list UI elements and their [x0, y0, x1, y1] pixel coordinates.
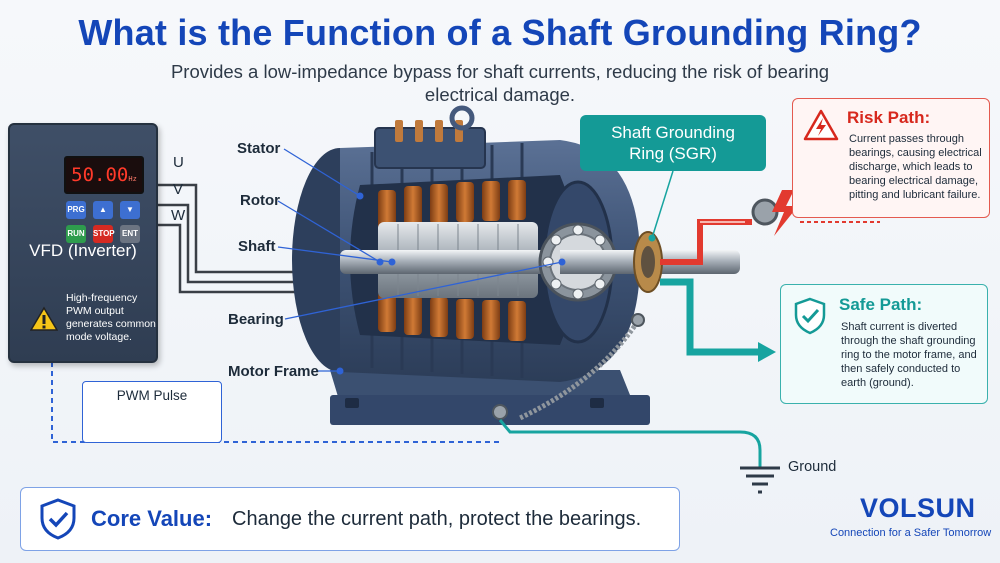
vfd-stop-button: STOP — [93, 225, 115, 243]
ground-icon — [740, 466, 780, 494]
risk-path-title: Risk Path: — [847, 108, 931, 127]
spark-icon — [751, 190, 798, 236]
bearing-label: Bearing — [228, 311, 284, 328]
ground-strap — [518, 316, 643, 421]
shaft-label: Shaft — [238, 238, 276, 255]
vfd-label: VFD (Inverter) — [29, 241, 137, 260]
page-title: What is the Function of a Shaft Groundin… — [78, 12, 922, 53]
common-mode-path — [51, 362, 500, 443]
brand-logo: VOLSUN — [860, 493, 976, 523]
safe-path-title: Safe Path: — [839, 295, 923, 314]
vfd-display: 50.00Hz — [64, 156, 144, 194]
page-subtitle: Provides a low-impedance bypass for shaf… — [170, 61, 830, 105]
sgr-label-box: Shaft Grounding Ring (SGR) — [580, 115, 766, 171]
vfd-inverter: 50.00Hz PRG ▲ ▼ RUN STOP ENT VFD (Invert… — [8, 123, 158, 363]
warning-icon — [30, 306, 58, 331]
pwm-pulse-box: PWM Pulse — [82, 381, 222, 443]
core-value-banner: Core Value: Change the current path, pro… — [20, 487, 680, 551]
shield-check-icon — [40, 498, 76, 540]
phase-u-label: U — [173, 154, 184, 171]
vfd-ent-button: ENT — [120, 225, 140, 243]
vfd-down-button: ▼ — [120, 201, 140, 219]
core-value-title: Core Value: — [91, 506, 213, 531]
core-value-text: Change the current path, protect the bea… — [232, 508, 642, 530]
bearing-assembly — [538, 180, 620, 344]
rotor-label: Rotor — [240, 192, 280, 209]
phase-w-label: W — [171, 207, 186, 224]
risk-path-card: Risk Path: Current passes through bearin… — [792, 98, 990, 218]
vfd-run-button: RUN — [66, 225, 86, 243]
sgr-ring — [633, 231, 663, 293]
shield-check-icon — [794, 297, 826, 335]
electric-hazard-icon — [803, 109, 839, 141]
leader-lines — [277, 148, 563, 372]
risk-path-text: Current passes through bearings, causing… — [849, 133, 982, 201]
ground-wire — [498, 419, 762, 468]
stator-windings-top — [378, 180, 526, 230]
vfd-prg-button: PRG — [66, 201, 86, 219]
ground-label: Ground — [788, 459, 837, 475]
vfd-note: High-frequency PWM output generates comm… — [66, 292, 156, 343]
phase-v-label: V — [173, 181, 184, 198]
vfd-up-button: ▲ — [93, 201, 113, 219]
stator-windings-bottom — [378, 292, 526, 341]
safe-path-text: Shaft current is diverted through the sh… — [841, 321, 977, 389]
motor-base — [330, 370, 650, 425]
sgr-label: Shaft Grounding Ring (SGR) — [611, 123, 735, 163]
motor-frame-label: Motor Frame — [228, 363, 319, 380]
safe-path-arrow — [660, 278, 760, 356]
uvw-wires — [158, 183, 300, 294]
brand-tagline: Connection for a Safer Tomorrow — [830, 527, 992, 539]
stator-label: Stator — [237, 140, 281, 157]
safe-path-card: Safe Path: Shaft current is diverted thr… — [780, 284, 988, 404]
pwm-pulse-label: PWM Pulse — [116, 388, 188, 403]
